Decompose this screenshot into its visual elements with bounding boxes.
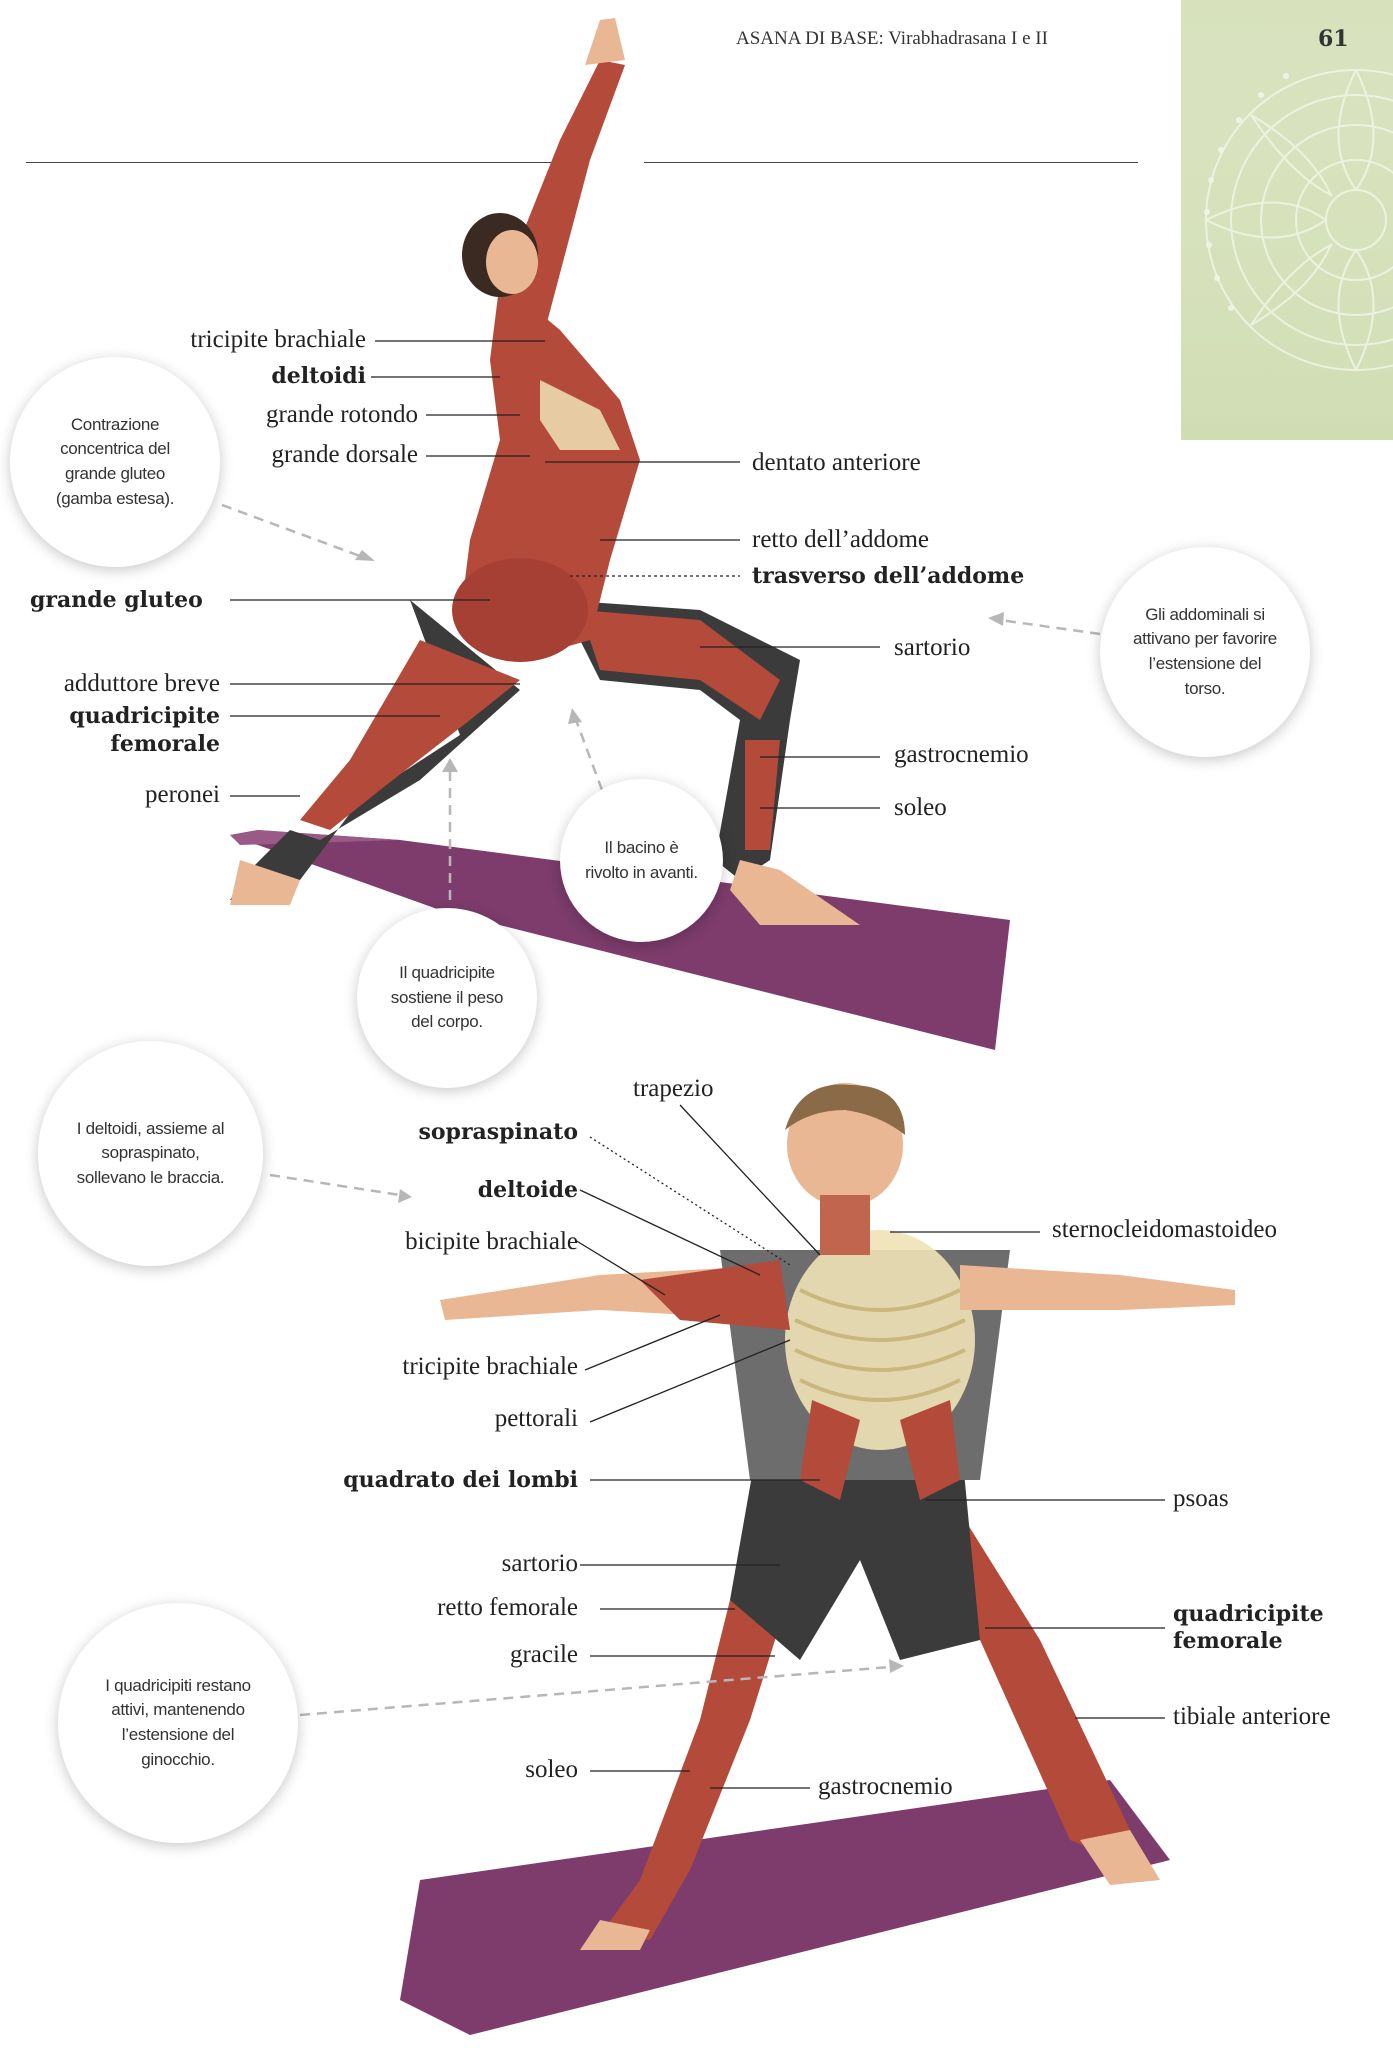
- label-sartorio: sartorio: [894, 634, 970, 662]
- note-bubble-quadricipite-peso: Il quadricipite sostiene il peso del cor…: [357, 908, 537, 1088]
- label-pettorali: pettorali: [300, 1405, 578, 1433]
- label-dentato-anteriore: dentato anteriore: [752, 449, 921, 477]
- label-retto-addome: retto dell’addome: [752, 526, 929, 554]
- label-quadrato-lombi: quadrato dei lombi: [300, 1466, 578, 1494]
- label-grande-gluteo: grande gluteo: [30, 586, 203, 614]
- label-sartorio-2: sartorio: [300, 1550, 578, 1578]
- label-sternocleidomastoideo: sternocleidomastoideo: [1052, 1216, 1277, 1244]
- label-deltoide: deltoide: [300, 1176, 578, 1204]
- label-retto-femorale: retto femorale: [300, 1594, 578, 1622]
- note-bubble-addominali: Gli addominali si attivano per favorire …: [1100, 547, 1310, 757]
- label-trasverso-addome: trasverso dell’addome: [752, 562, 1024, 590]
- label-femorale: femorale: [20, 730, 220, 758]
- label-trapezio: trapezio: [633, 1075, 714, 1103]
- label-tricipite-brachiale-2: tricipite brachiale: [300, 1353, 578, 1381]
- label-adduttore-breve: adduttore breve: [20, 670, 220, 698]
- label-peronei: peronei: [20, 781, 220, 809]
- note-bubble-quadricipiti: I quadricipiti restano attivi, mantenend…: [58, 1603, 298, 1843]
- label-bicipite-brachiale: bicipite brachiale: [300, 1228, 578, 1256]
- label-quadricipite: quadricipite: [20, 702, 220, 730]
- note-bubble-gluteo: Contrazione concentrica del grande glute…: [10, 357, 220, 567]
- label-gracile: gracile: [300, 1641, 578, 1669]
- label-gastrocnemio-2: gastrocnemio: [818, 1773, 953, 1801]
- label-gastrocnemio: gastrocnemio: [894, 741, 1029, 769]
- label-tricipite-brachiale: tricipite brachiale: [100, 326, 366, 354]
- label-femorale-2: femorale: [1173, 1627, 1283, 1655]
- label-psoas: psoas: [1173, 1485, 1229, 1513]
- label-soleo: soleo: [894, 794, 947, 822]
- label-quadricipite-2: quadricipite: [1173, 1600, 1324, 1628]
- label-tibiale-anteriore: tibiale anteriore: [1173, 1703, 1331, 1731]
- note-bubble-deltoidi: I deltoidi, assieme al sopraspinato, sol…: [38, 1041, 263, 1266]
- note-bubble-bacino: Il bacino è rivolto in avanti.: [560, 779, 723, 942]
- label-soleo-2: soleo: [300, 1756, 578, 1784]
- label-sopraspinato: sopraspinato: [300, 1118, 578, 1146]
